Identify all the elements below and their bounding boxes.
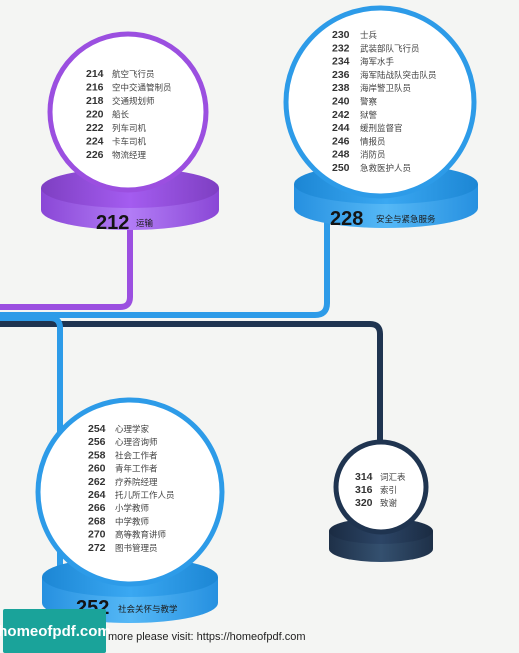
transport-item-label: 船长	[112, 110, 130, 121]
social-item-label: 心理咨询师	[115, 437, 158, 448]
social-item-label: 中学教师	[115, 516, 150, 527]
social-item-number: 264	[88, 489, 106, 501]
social-item-number: 270	[88, 529, 106, 541]
connector-lines	[0, 220, 383, 600]
safety-item-label: 海岸警卫队员	[360, 83, 411, 94]
transport-circle	[47, 31, 209, 193]
social-item-label: 疗养院经理	[115, 477, 158, 488]
safety-item-label: 海军陆战队突击队员	[360, 70, 437, 81]
social-item-list: 254 心理学家 256 心理咨询师 258 社会工作者 260 青年工作者 262 疗养院经理 2…	[88, 423, 175, 554]
safety-item-label: 士兵	[360, 30, 378, 41]
safety-item-number: 250	[332, 162, 350, 174]
transport-code: 212	[96, 212, 129, 234]
safety-item-number: 248	[332, 149, 350, 161]
index-item-number: 320	[355, 497, 373, 509]
safety-item-label: 狱警	[360, 110, 378, 121]
transport-node[interactable]: 212 运输 214 航空飞行员 216 空中交通管制员 218 交通规划师 220 船长 22…	[41, 31, 219, 234]
safety-item-number: 236	[332, 69, 350, 81]
transport-item-number: 216	[86, 82, 104, 94]
safety-item-number: 246	[332, 135, 350, 147]
homeofpdf-logo[interactable]: homeofpdf.com	[0, 609, 111, 653]
navy-connector	[0, 321, 383, 470]
transport-item-number: 226	[86, 149, 104, 161]
blue-connector	[0, 220, 330, 318]
social-item-number: 266	[88, 502, 106, 514]
social-circle	[35, 397, 225, 587]
social-item-label: 社会工作者	[115, 450, 158, 461]
transport-item-list: 214 航空飞行员 216 空中交通管制员 218 交通规划师 220 船长 222 列车司机 22…	[86, 68, 172, 161]
safety-circle	[283, 5, 477, 199]
transport-item-number: 218	[86, 95, 104, 107]
safety-item-label: 武装部队飞行员	[360, 43, 420, 54]
safety-item-number: 242	[332, 109, 350, 121]
transport-item-label: 交通规划师	[112, 96, 155, 107]
social-item-label: 心理学家	[115, 424, 150, 435]
safety-label: 安全与紧急服务	[376, 214, 436, 225]
purple-connector	[0, 225, 133, 310]
safety-code: 228	[330, 208, 363, 230]
safety-item-list: 230 士兵 232 武装部队飞行员 234 海军水手 236 海军陆战队突击队员 238 海岸警…	[332, 29, 437, 174]
index-item-label: 索引	[380, 485, 397, 496]
social-item-number: 262	[88, 476, 106, 488]
index-node[interactable]: 314 词汇表 316 索引 320 致谢	[329, 439, 433, 562]
index-item-label: 词汇表	[380, 472, 406, 483]
visit-link[interactable]: more please visit: https://homeofpdf.com	[108, 631, 306, 643]
social-item-label: 青年工作者	[115, 464, 158, 475]
safety-item-number: 240	[332, 96, 350, 108]
index-item-number: 314	[355, 471, 373, 483]
blue-connector-down	[0, 315, 63, 600]
transport-item-number: 222	[86, 122, 104, 134]
transport-item-label: 航空飞行员	[112, 69, 155, 80]
index-circle	[333, 439, 429, 535]
safety-node[interactable]: 228 安全与紧急服务 230 士兵 232 武装部队飞行员 234 海军水手 236 海军陆…	[283, 5, 478, 230]
social-item-number: 268	[88, 515, 106, 527]
transport-item-number: 224	[86, 136, 104, 148]
safety-item-label: 警察	[360, 97, 378, 108]
social-label: 社会关怀与教学	[118, 604, 178, 615]
safety-item-label: 海军水手	[360, 57, 395, 68]
transport-item-number: 220	[86, 109, 104, 121]
transport-item-number: 214	[86, 68, 104, 80]
social-item-number: 254	[88, 423, 106, 435]
safety-item-number: 238	[332, 82, 350, 94]
safety-item-number: 234	[332, 56, 350, 68]
index-item-number: 316	[355, 484, 373, 496]
safety-item-number: 230	[332, 29, 350, 41]
social-item-label: 托儿所工作人员	[115, 490, 175, 501]
safety-item-label: 缓刑监督官	[360, 123, 403, 134]
transport-item-label: 物流经理	[112, 150, 147, 161]
logo-text: homeofpdf.com	[0, 622, 111, 640]
safety-item-label: 急救医护人员	[360, 163, 411, 174]
social-item-label: 图书管理员	[115, 543, 158, 554]
safety-item-label: 情报员	[360, 136, 386, 147]
social-item-label: 高等教育讲师	[115, 530, 167, 541]
social-item-number: 258	[88, 449, 106, 461]
transport-item-label: 卡车司机	[112, 137, 147, 148]
safety-item-number: 244	[332, 122, 350, 134]
transport-item-label: 空中交通管制员	[112, 83, 172, 94]
safety-item-label: 消防员	[360, 150, 386, 161]
social-item-number: 256	[88, 436, 106, 448]
index-item-list: 314 词汇表 316 索引 320 致谢	[355, 471, 406, 509]
social-item-number: 272	[88, 542, 106, 554]
social-item-number: 260	[88, 463, 106, 475]
index-item-label: 致谢	[380, 498, 398, 509]
safety-item-number: 232	[332, 42, 350, 54]
transport-label: 运输	[136, 218, 154, 229]
social-item-label: 小学教师	[115, 503, 150, 514]
transport-item-label: 列车司机	[112, 123, 147, 134]
